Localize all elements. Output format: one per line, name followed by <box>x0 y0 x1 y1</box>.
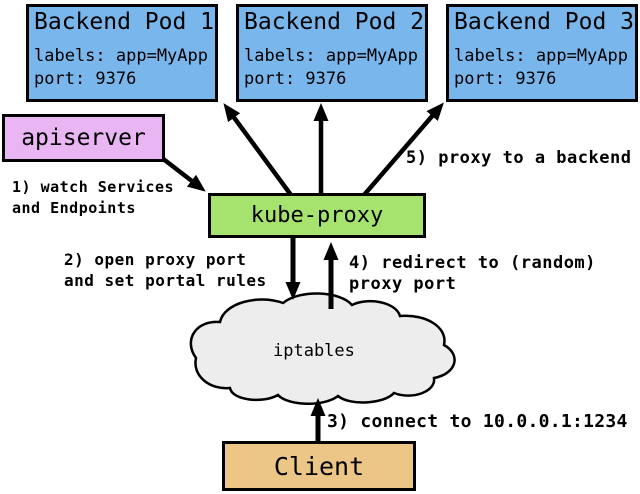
step-1-label: 1) watch Services and Endpoints <box>12 178 175 217</box>
backend-pod-2-box: Backend Pod 2 labels: app=MyApp port: 93… <box>236 4 428 102</box>
backend-pod-1-box: Backend Pod 1 labels: app=MyApp port: 93… <box>26 4 218 102</box>
pod-port-text: port: 9376 <box>244 69 347 89</box>
apiserver-box: apiserver <box>2 114 165 162</box>
iptables-label: iptables <box>273 341 355 361</box>
pod-port-text: port: 9376 <box>34 69 137 89</box>
pod-title: Backend Pod 3 <box>454 9 635 35</box>
client-label: Client <box>273 451 365 481</box>
pod-port-text: port: 9376 <box>454 69 557 89</box>
step-2-label: 2) open proxy port and set portal rules <box>64 250 267 290</box>
pod-title: Backend Pod 2 <box>244 9 425 35</box>
pod-labels-text: labels: app=MyApp <box>244 46 418 66</box>
pod-title: Backend Pod 1 <box>34 9 215 35</box>
kube-proxy-label: kube-proxy <box>250 203 384 228</box>
step-3-label: 3) connect to 10.0.0.1:1234 <box>327 411 628 432</box>
step-5-label: 5) proxy to a backend <box>406 148 632 168</box>
kube-proxy-box: kube-proxy <box>208 193 426 238</box>
backend-pod-3-box: Backend Pod 3 labels: app=MyApp port: 93… <box>446 4 638 102</box>
pod-labels-text: labels: app=MyApp <box>34 46 208 66</box>
arrow-kube-proxy-to-pod1 <box>223 103 293 197</box>
pod-labels-text: labels: app=MyApp <box>454 46 628 66</box>
step-4-label: 4) redirect to (random) proxy port <box>349 253 596 294</box>
client-box: Client <box>222 441 416 491</box>
apiserver-label: apiserver <box>21 125 146 151</box>
